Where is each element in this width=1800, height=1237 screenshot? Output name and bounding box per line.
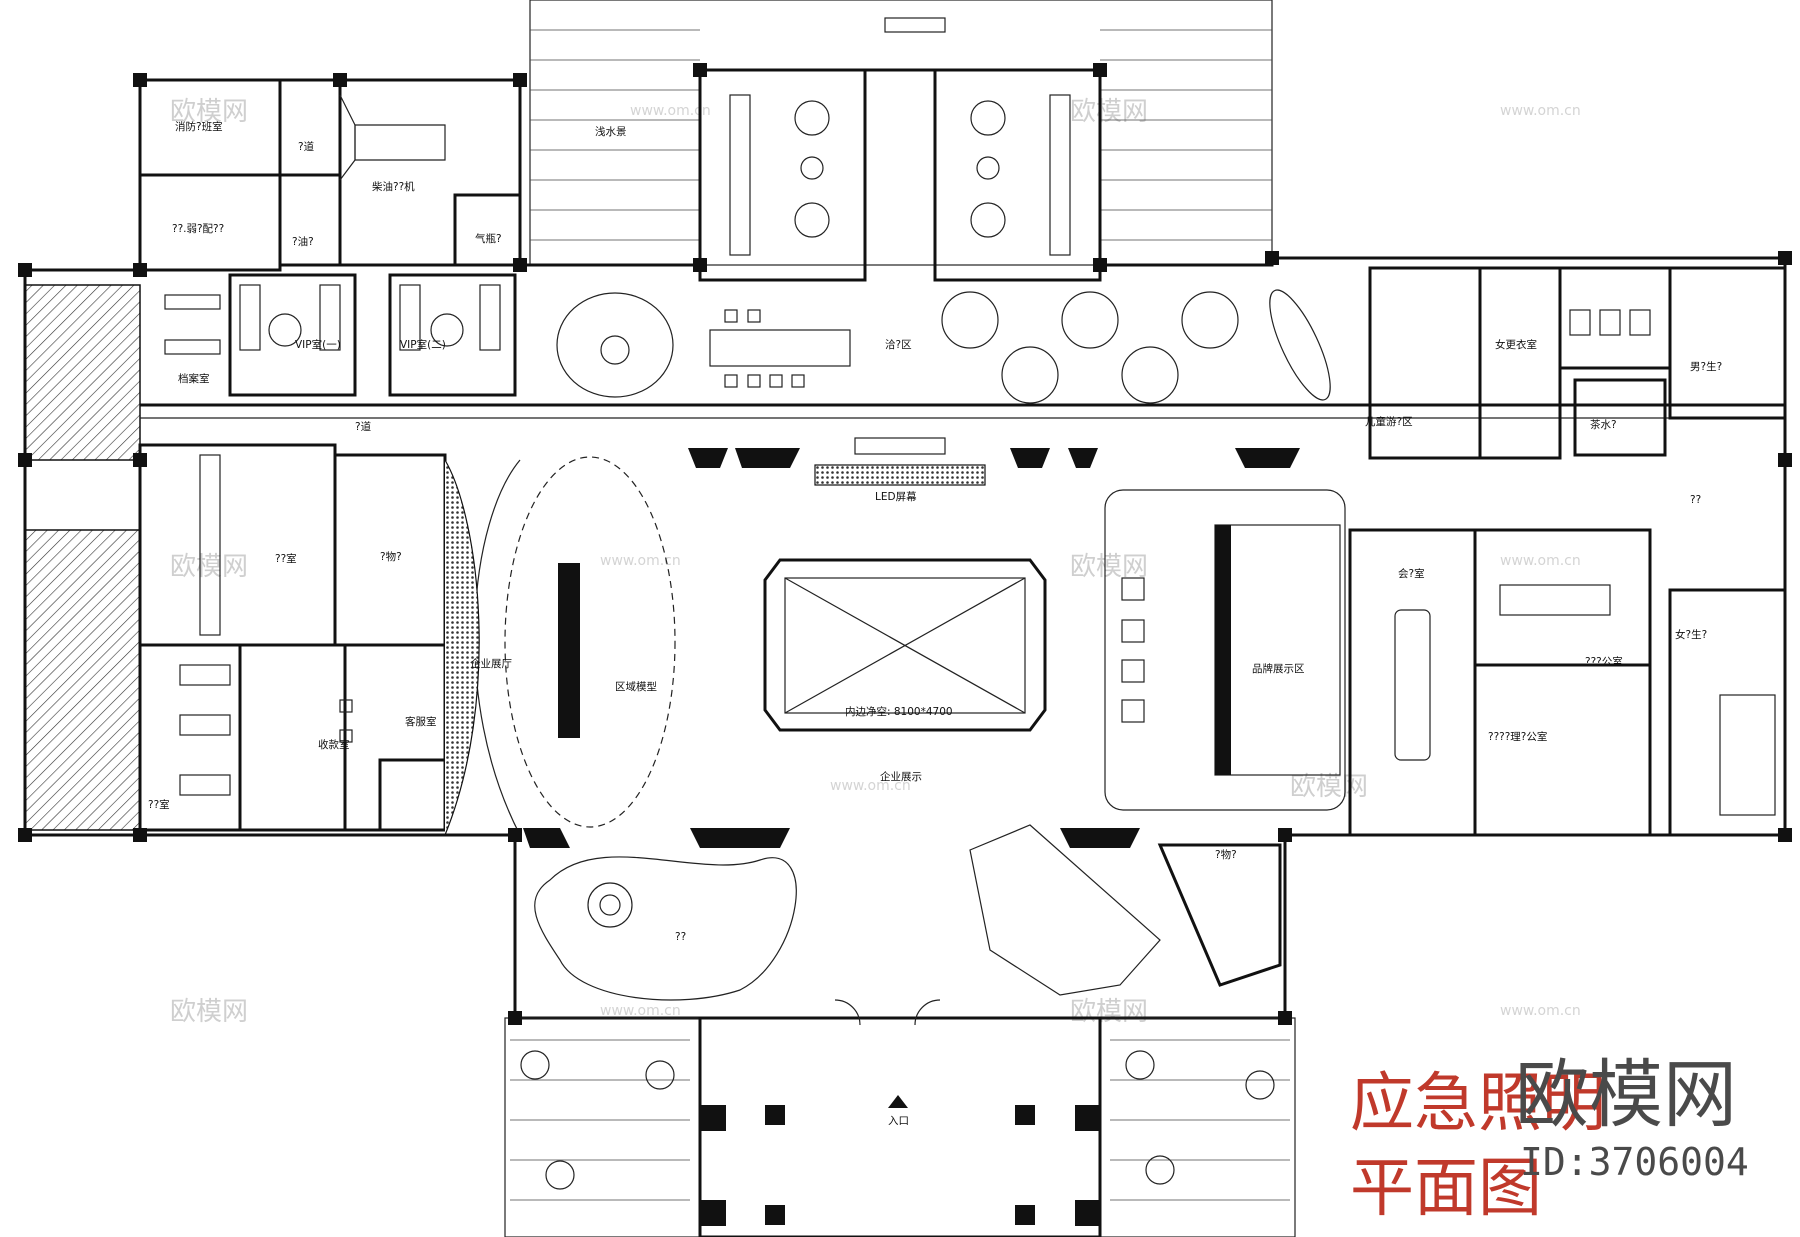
lounge-furniture	[556, 289, 1331, 404]
label-room-q3: ??室	[148, 798, 170, 811]
label-office2: ???公室	[1585, 655, 1623, 668]
right-offices	[1348, 528, 1787, 837]
watermark-text: 欧模网	[1290, 772, 1368, 802]
entrance-court	[504, 999, 1296, 1237]
label-women-wc: 女?生?	[1675, 628, 1707, 641]
label-storage1: ?物?	[380, 550, 402, 563]
label-diesel: 柴油??机	[372, 180, 415, 193]
label-oil-room: ?油?	[292, 235, 314, 248]
label-model: 区域模型	[615, 680, 657, 693]
watermark-text: 欧模网	[1070, 552, 1148, 582]
service-rooms	[138, 78, 522, 272]
watermark-url: www.om.cn	[1500, 553, 1581, 569]
terrace-hatch-lower	[24, 529, 141, 831]
label-vip1: VIP室(一)	[295, 338, 341, 351]
watermark-url: www.om.cn	[1500, 103, 1581, 119]
label-men-wc: 男?生?	[1690, 360, 1722, 373]
drawing-title-line1: 应急照明	[1350, 1067, 1606, 1141]
label-entrance: 入口	[888, 1115, 909, 1127]
label-room-q1: ?道	[298, 140, 315, 153]
label-corridor: ?道	[355, 420, 372, 433]
label-water-view: 浅水景	[595, 125, 627, 138]
watermark-text: 欧模网	[1070, 97, 1148, 127]
brand-logo-text: 欧模网	[1515, 1052, 1737, 1138]
watermark-text: 欧模网	[170, 97, 248, 127]
right-upper-rooms	[1368, 266, 1787, 460]
watermark-url: www.om.cn	[600, 553, 681, 569]
label-vip2: VIP室(二)	[400, 338, 446, 351]
label-cashier: 收款室	[318, 738, 350, 751]
label-women-change: 女更衣室	[1495, 338, 1537, 351]
left-offices	[138, 443, 447, 832]
label-hv-room: ??.弱?配??	[172, 223, 224, 235]
watermark-text: 欧模网	[170, 997, 248, 1027]
label-kids-area: 儿童游?区	[1365, 415, 1413, 428]
drawing-title-line2: 平面图	[1350, 1152, 1542, 1226]
label-manager: ????理?公室	[1488, 730, 1547, 743]
exterior-walls	[23, 68, 1787, 1020]
watermark-url: www.om.cn	[1500, 1003, 1581, 1019]
label-brand: 品牌展示区	[1252, 662, 1305, 675]
watermark-url: www.om.cn	[600, 1003, 681, 1019]
label-inner-size: 内边净空: 8100*4700	[845, 705, 953, 718]
watermarks: 欧模网 欧模网 欧模网 欧模网 欧模网 欧模网 欧模网 www.om.cn ww…	[170, 97, 1581, 1027]
label-rest-area: 洽?区	[885, 338, 912, 351]
label-fire-room: 消防?班室	[175, 120, 223, 133]
watermark-url: www.om.cn	[630, 103, 711, 119]
watermark-text: 欧模网	[170, 552, 248, 582]
label-hall: 企业展厅	[470, 657, 512, 670]
terrace-hatch-upper	[24, 284, 141, 461]
watermark-url: www.om.cn	[830, 778, 911, 794]
columns	[18, 63, 1792, 1025]
room-labels: 消防?班室 ?道 柴油??机 ??.弱?配?? ?油? 气瓶? 浅水景 VIP室…	[148, 120, 1722, 1127]
dining-booths	[698, 68, 1102, 282]
label-room-q2: ??	[1690, 494, 1701, 506]
label-reception: 客服室	[405, 715, 437, 728]
label-office-room: ??室	[275, 552, 297, 565]
top-deck	[529, 0, 1273, 266]
label-archive: 档案室	[178, 372, 210, 385]
label-storage2: ?物?	[1215, 848, 1237, 861]
label-tea-room: 茶水?	[1590, 418, 1617, 431]
label-gas-room: 气瓶?	[475, 232, 502, 245]
label-enterprise: 企业展示	[880, 770, 922, 783]
lower-features	[534, 824, 1282, 1001]
label-led: LED屏幕	[875, 490, 917, 503]
exhibition-hall	[444, 437, 1300, 848]
label-meeting: 会?室	[1398, 567, 1425, 580]
label-pond: ??	[675, 931, 686, 943]
brand-area	[1104, 489, 1346, 811]
model-id-text: ID:3706004	[1520, 1140, 1749, 1184]
watermark-text: 欧模网	[1070, 997, 1148, 1027]
vip-rooms	[164, 273, 517, 397]
